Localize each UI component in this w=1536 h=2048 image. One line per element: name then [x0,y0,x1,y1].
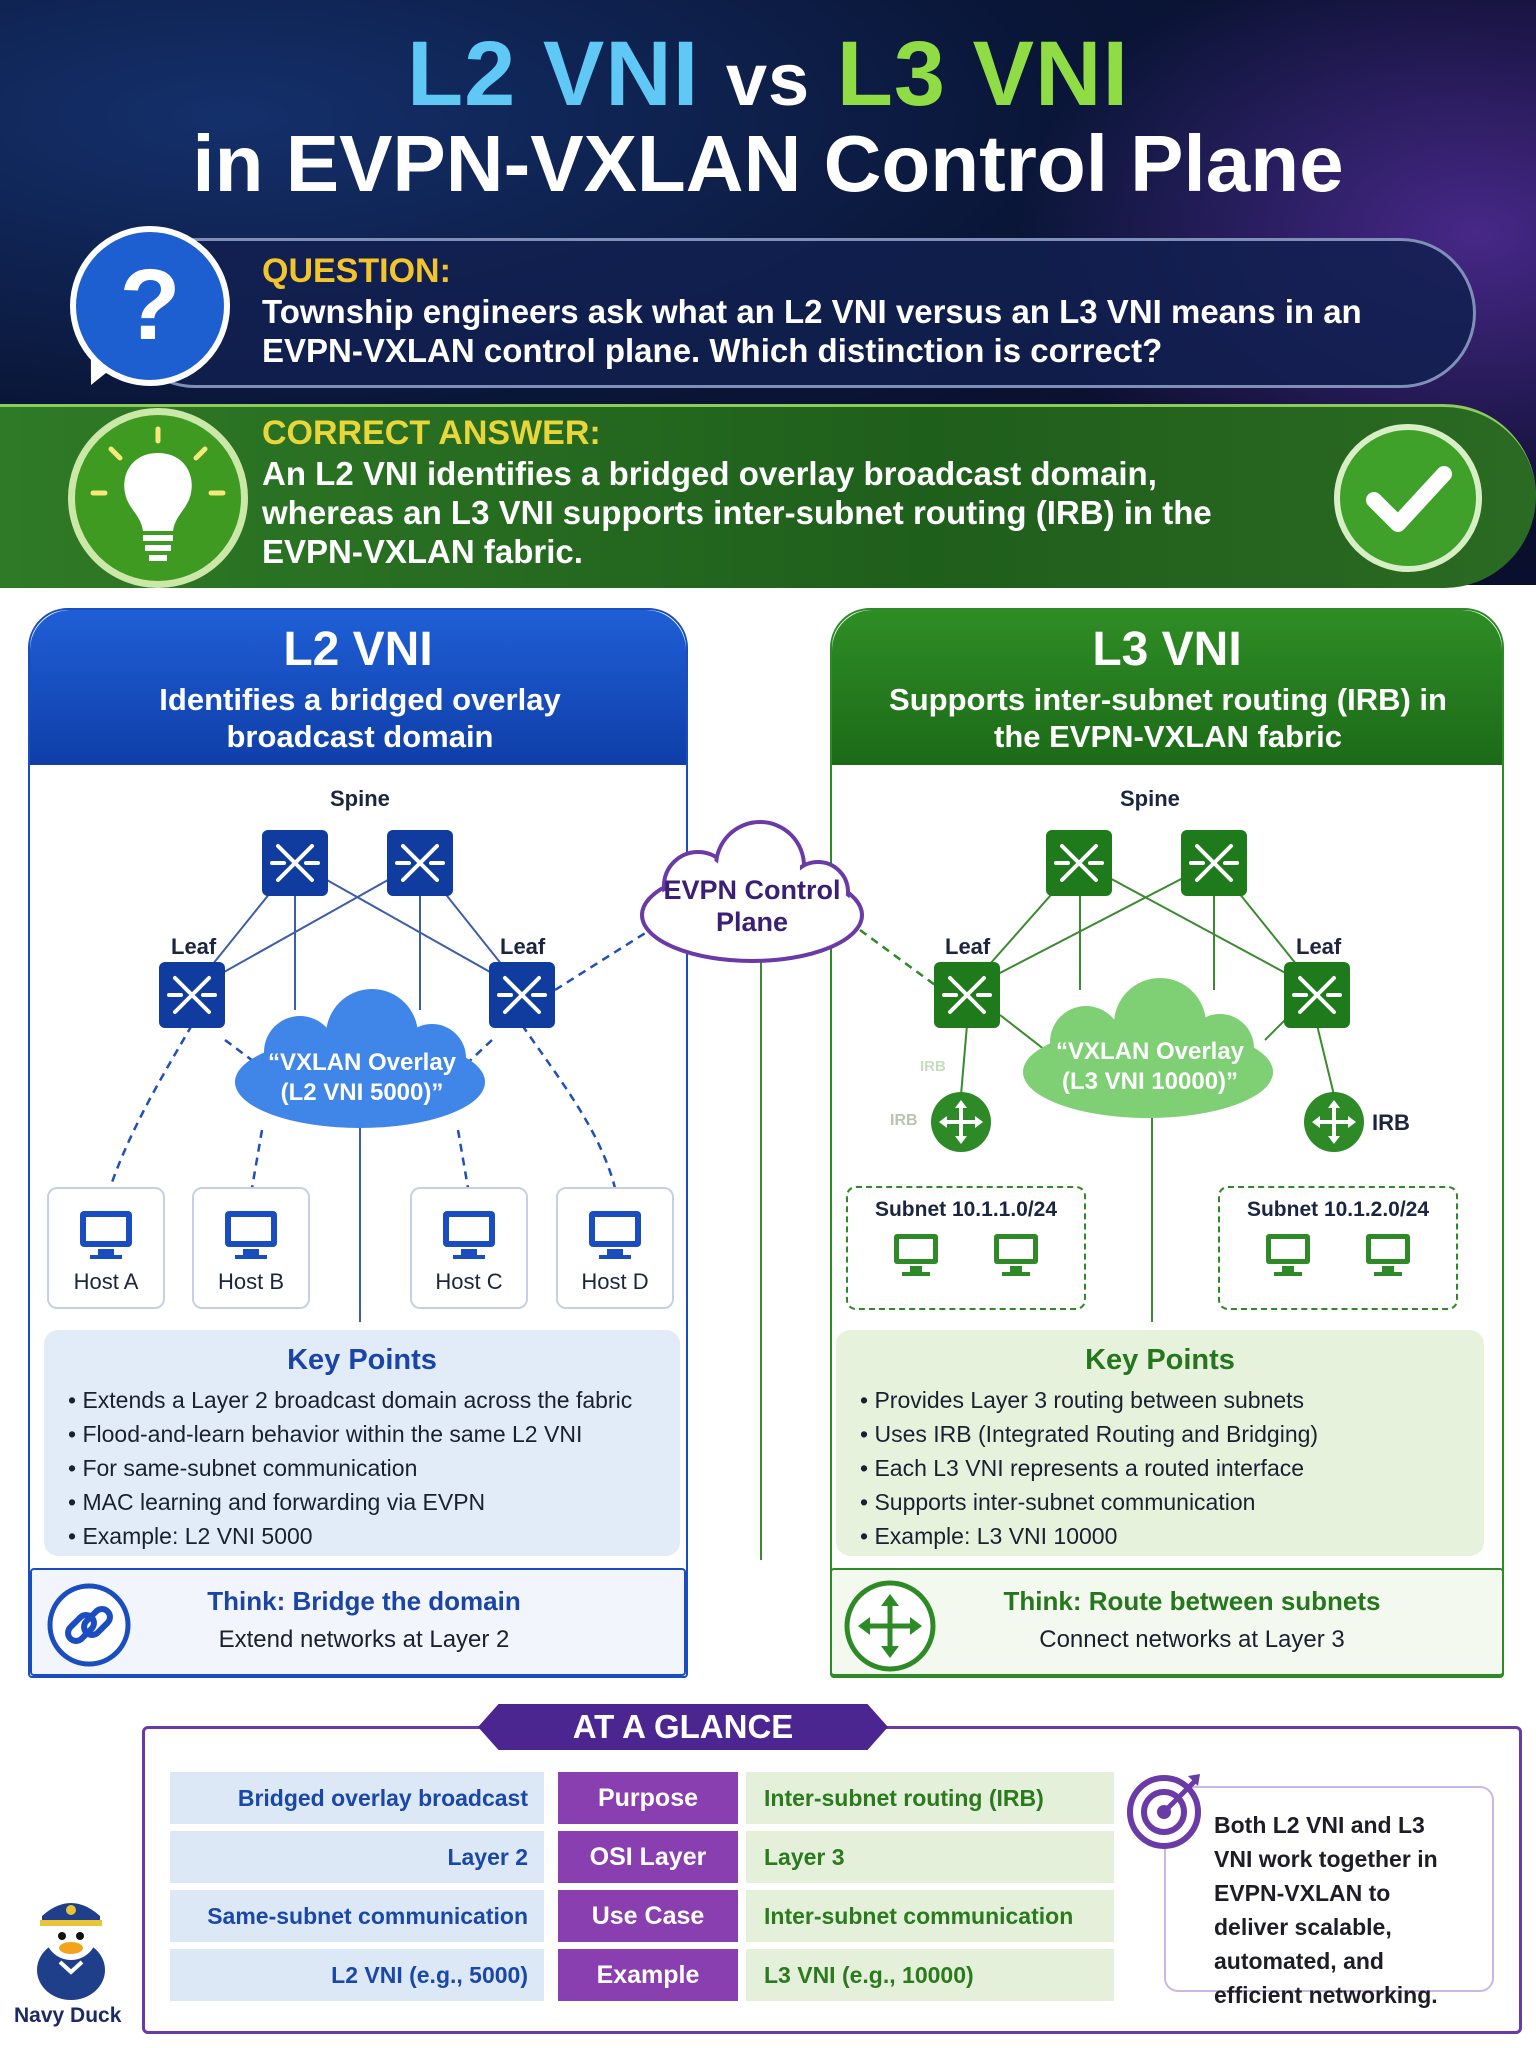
l3-think-title: Think: Route between subnets [1003,1586,1381,1616]
l3-heading: L3 VNI [1092,623,1242,676]
title-l3: L3 VNI [836,23,1130,125]
l3-subheading: Supports inter-subnet routing (IRB) in t… [889,682,1447,754]
l2-leaf-label-right: Leaf [500,934,546,959]
monitor-icon [589,1211,641,1259]
host-label: Host C [435,1269,503,1294]
faded-irb-label-2: IRB [890,1112,918,1129]
mascot-label: Navy Duck [14,2004,122,2027]
host-label: Host D [581,1269,649,1294]
l2-leaf-label-left: Leaf [171,934,217,959]
answer-label: CORRECT ANSWER: [262,414,601,452]
glance-label-usecase: Use Case [558,1890,738,1942]
host-c-card: Host C [410,1187,528,1309]
glance-l3-example: L3 VNI (e.g., 10000) [746,1949,1114,2001]
link-chain-icon [47,1583,131,1667]
l2-key-points: Key Points Extends a Layer 2 broadcast d… [44,1330,680,1556]
host-d-card: Host D [556,1187,674,1309]
subnet-1-hosts [894,1234,1038,1276]
l2-key-point: Extends a Layer 2 broadcast domain acros… [68,1383,656,1417]
title-vs: vs [725,38,811,121]
l3-overlay-label: “VXLAN Overlay (L3 VNI 10000)” [1055,1038,1245,1095]
question-box [120,238,1476,388]
answer-text: An L2 VNI identifies a bridged overlay b… [262,455,1212,570]
glance-label-osi: OSI Layer [558,1831,738,1883]
l3-think-box: Think: Route between subnets Connect net… [830,1568,1504,1676]
irb-label: IRB [1372,1110,1410,1135]
l2-spine-label: Spine [330,786,390,811]
glance-l3-osi: Layer 3 [746,1831,1114,1883]
navy-duck-mascot-icon [37,1903,105,2000]
glance-l2-purpose: Bridged overlay broadcast domain [170,1772,544,1863]
route-arrows-icon [844,1580,936,1672]
title-l2: L2 VNI [406,23,700,125]
question-label: QUESTION: [262,252,451,290]
l2-think-text: Extend networks at Layer 2 [218,1626,510,1653]
monitor-icon [1366,1234,1410,1276]
l3-leaf-label-right: Leaf [1296,934,1342,959]
monitor-icon [994,1234,1038,1276]
l2-think-title: Think: Bridge the domain [207,1586,521,1616]
host-label: Host A [73,1269,139,1294]
title-subline: in EVPN-VXLAN Control Plane [192,119,1344,208]
l2-key-point: For same-subnet communication [68,1451,656,1485]
glance-l2-osi: Layer 2 [170,1831,544,1883]
subnet-2-hosts [1266,1234,1410,1276]
evpn-control-plane-label: EVPN Control Plane [663,875,841,937]
glance-l2-usecase: Same-subnet communication [170,1890,544,1942]
l2-subheading: Identifies a bridged overlay broadcast d… [159,682,561,754]
glance-l3-purpose: Inter-subnet routing (IRB) [746,1772,1114,1824]
subnet-2-box: Subnet 10.1.2.0/24 [1218,1186,1458,1310]
glance-label-example: Example [558,1949,738,2001]
l2-think-box: Think: Bridge the domain Extend networks… [30,1568,686,1676]
l3-spine-label: Spine [1120,786,1180,811]
glance-label-purpose: Purpose [558,1772,738,1824]
subnet-1-box: Subnet 10.1.1.0/24 [846,1186,1086,1310]
l3-key-points-title: Key Points [1085,1344,1235,1376]
glance-l3-usecase: Inter-subnet communication [746,1890,1114,1942]
glance-l2-example: L2 VNI (e.g., 5000) [170,1949,544,2001]
host-b-card: Host B [192,1187,310,1309]
l3-key-point: Provides Layer 3 routing between subnets [860,1383,1460,1417]
at-a-glance-banner: AT A GLANCE [478,1704,888,1750]
main-title: L2 VNI vs L3 VNI [0,22,1536,127]
monitor-icon [443,1211,495,1259]
l2-panel-header: L2 VNI Identifies a bridged overlay broa… [30,610,686,765]
lightbulb-icon [68,408,248,588]
monitor-icon [225,1211,277,1259]
l3-panel: L3 VNI Supports inter-subnet routing (IR… [830,608,1504,1678]
l3-leaf-label-left: Leaf [945,934,991,959]
l2-key-points-title: Key Points [287,1344,437,1376]
l2-heading: L2 VNI [283,623,433,676]
subnet-1-label: Subnet 10.1.1.0/24 [874,1198,1058,1221]
checkmark-icon [1334,424,1482,572]
host-label: Host B [217,1269,285,1294]
host-a-card: Host A [47,1187,165,1309]
l3-key-point: Example: L3 VNI 10000 [860,1519,1460,1553]
question-mark-icon: ? [70,226,230,386]
l2-overlay-label: “VXLAN Overlay (L2 VNI 5000)” [267,1049,457,1106]
subnet-2-label: Subnet 10.1.2.0/24 [1246,1198,1430,1221]
l2-key-point: MAC learning and forwarding via EVPN [68,1485,656,1519]
faded-irb-label-1: IRB [920,1058,946,1075]
l3-key-point: Uses IRB (Integrated Routing and Bridgin… [860,1417,1460,1451]
l3-think-text: Connect networks at Layer 3 [1039,1626,1345,1653]
l2-key-point: Example: L2 VNI 5000 [68,1519,656,1553]
l3-key-points: Key Points Provides Layer 3 routing betw… [836,1330,1484,1556]
l3-panel-header: L3 VNI Supports inter-subnet routing (IR… [832,610,1502,765]
question-text: Township engineers ask what an L2 VNI ve… [262,293,1362,369]
l2-panel: L2 VNI Identifies a bridged overlay broa… [28,608,688,1678]
summary-note-text: Both L2 VNI and L3 VNI work together in … [1214,1812,1438,2008]
monitor-icon [894,1234,938,1276]
monitor-icon [1266,1234,1310,1276]
l3-key-point: Each L3 VNI represents a routed interfac… [860,1451,1460,1485]
target-icon [1127,1774,1201,1849]
answer-box [0,404,1536,588]
monitor-icon [80,1211,132,1259]
l2-key-point: Flood-and-learn behavior within the same… [68,1417,656,1451]
l3-key-point: Supports inter-subnet communication [860,1485,1460,1519]
summary-note: Both L2 VNI and L3 VNI work together in … [1164,1786,1494,2008]
